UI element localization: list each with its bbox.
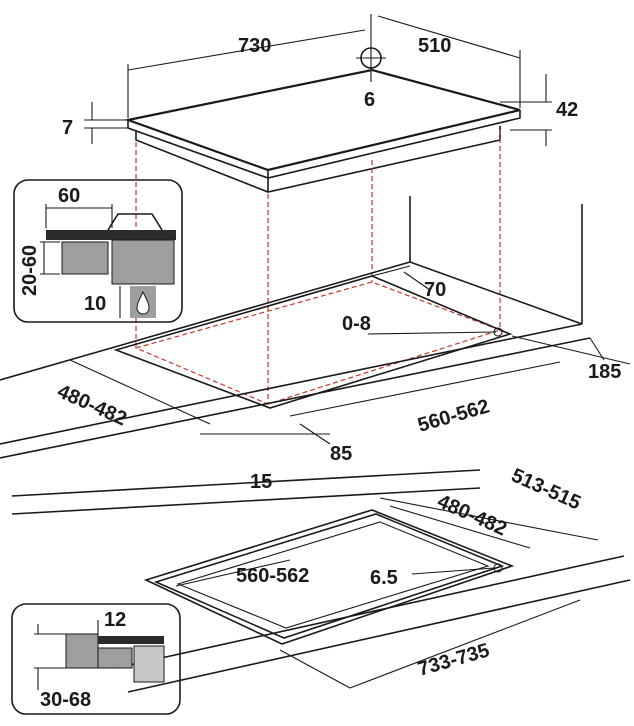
glass-thickness-label: 7	[62, 117, 73, 139]
cutout-depth-offset-label: 70	[424, 279, 446, 301]
flush-outer-depth-label: 513-515	[508, 464, 584, 514]
cutout-width-label: 560-562	[415, 395, 492, 436]
worktop-cutout-drawing	[0, 196, 631, 459]
cutout-front-label: 85	[330, 443, 352, 465]
gas-inlet-label: 6	[364, 89, 375, 111]
flush-inner-width-label: 560-562	[236, 565, 309, 587]
flush-outer-width-label: 733-735	[415, 639, 492, 680]
hob-depth-label: 510	[418, 35, 451, 57]
hob-drawing	[123, 68, 521, 193]
cutout-depth-label: 480-482	[54, 380, 130, 430]
gas-drop-icon	[136, 290, 150, 315]
flush-radius-label: 6.5	[370, 567, 398, 589]
inset-worktop-range-label: 30-68	[40, 689, 91, 711]
cutout-tolerance-label: 0-8	[342, 313, 371, 335]
inset-top	[13, 179, 183, 323]
inset-step-label: 12	[104, 609, 126, 631]
inset-bottom	[11, 603, 181, 715]
cutout-side-label: 185	[588, 361, 621, 383]
hob-width-label: 730	[238, 35, 271, 57]
hob-height-label: 42	[556, 99, 578, 121]
inset-gap-label: 10	[84, 293, 106, 315]
gas-inlet-icon	[356, 14, 386, 82]
flush-inner-depth-label: 480-482	[434, 490, 510, 540]
projection-lines	[134, 130, 502, 405]
hob-dimension-lines	[84, 15, 552, 146]
inset-worktop-label: 20-60	[19, 245, 41, 296]
flush-mount-drawing	[11, 469, 631, 693]
inset-width-label: 60	[58, 185, 80, 207]
